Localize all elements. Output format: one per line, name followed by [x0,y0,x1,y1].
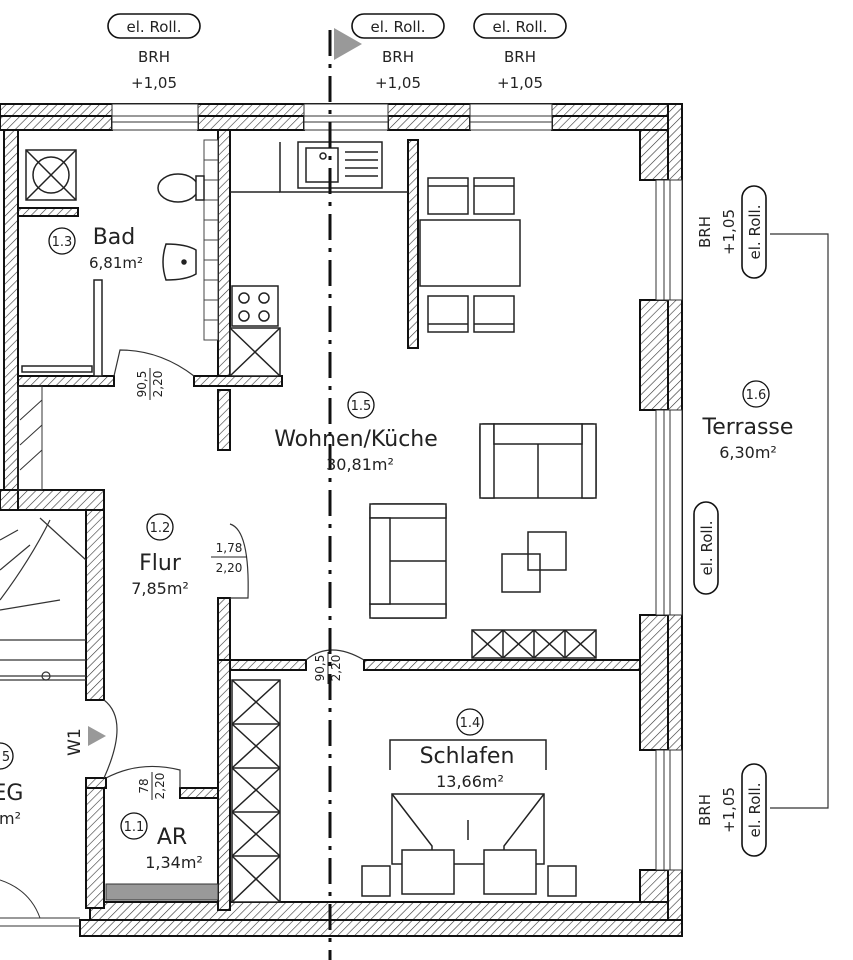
entrance-label: W1 [65,728,85,756]
room-ar: 1.1 AR 1,34m² [120,812,203,872]
rolladen-label: el. Roll. [698,521,716,576]
bad-door-swing [113,349,195,377]
sill-height: +1,05 [375,74,421,92]
living-furniture [369,423,597,659]
sink-icon [162,243,197,281]
sill-label: BRH [696,216,714,248]
svg-text:2,20: 2,20 [153,773,167,800]
room-number: 1.5 [351,399,372,414]
sill-label: BRH [504,48,536,66]
toilet-icon [157,173,199,203]
room-area: 30,81m² [326,455,394,474]
rolladen-label: el. Roll. [127,18,182,36]
exterior-walls [0,103,683,937]
svg-text:78: 78 [137,778,151,793]
svg-text:2,20: 2,20 [329,655,343,682]
doors [103,349,365,788]
window-tag-1: el. Roll. BRH +1,05 [107,13,201,92]
window-tag-3: el. Roll. BRH +1,05 [473,13,567,92]
room-area: 1,34m² [145,853,203,872]
sill-height: +1,05 [131,74,177,92]
right-windows [655,179,683,871]
sill-height: +1,05 [720,787,738,833]
svg-text:2,20: 2,20 [216,561,243,575]
terrace-leader [770,233,829,809]
sill-label: BRH [696,794,714,826]
svg-text:2,20: 2,20 [151,371,165,398]
room-terrasse: 1.6 Terrasse 6,30m² [702,380,794,462]
bad-tiles [203,139,219,341]
room-name: Bad [93,225,136,250]
sill-label: BRH [382,48,414,66]
door-dim-schlafen: 90,5 2,20 [313,652,343,684]
dining-table [419,219,521,287]
room-schlafen: 1.4 Schlafen 13,66m² [420,708,515,791]
room-area: 6,30m² [719,443,777,462]
coffee-table-b [501,553,541,593]
sill-label: BRH [138,48,170,66]
room-name: AR [157,825,187,850]
coffee-table-a [527,531,567,571]
top-windows [111,103,553,131]
staircase [0,517,87,681]
wardrobe [17,385,43,491]
room-flur: 1.2 Flur 7,85m² [131,513,189,598]
room-number: 1.6 [746,388,767,403]
room-number: 1.3 [52,235,73,250]
room-bad: 1.3 Bad 6,81m² [48,225,143,272]
bottom-left-sill [0,879,80,927]
bedroom-closet [231,679,281,903]
window-tag-right-2: el. Roll. [693,501,719,595]
kitchen [229,141,408,377]
window-tag-right-3: BRH +1,05 el. Roll. [696,763,767,857]
section-arrow-icon [334,28,362,60]
window-tag-2: el. Roll. BRH +1,05 [351,13,445,92]
door-dim-flur: 1,78 2,20 [211,541,247,575]
room-name: Wohnen/Küche [274,427,438,452]
svg-text:90,5: 90,5 [313,655,327,682]
room-partial-eg: 5 EG m² [0,742,23,828]
room-name: Flur [139,551,182,576]
bed [361,739,577,897]
rolladen-label: el. Roll. [746,205,764,260]
schlafen-door-swing [305,649,365,661]
room-area: 13,66m² [436,772,504,791]
svg-text:1,78: 1,78 [216,541,243,555]
room-area: 7,85m² [131,579,189,598]
room-name: EG [0,781,23,806]
window-tag-right-1: BRH +1,05 el. Roll. [696,185,767,279]
room-wohnen: 1.5 Wohnen/Küche 30,81m² [274,391,438,474]
sill-height: +1,05 [497,74,543,92]
rolladen-label: el. Roll. [493,18,548,36]
rolladen-label: el. Roll. [746,783,764,838]
svg-text:90,5: 90,5 [135,371,149,398]
room-area: 6,81m² [89,254,143,272]
room-area: m² [0,809,21,828]
room-number: 1.1 [124,820,145,835]
flur-opening-swing [229,523,249,599]
shower-glass [93,279,103,377]
sill-height: +1,05 [720,209,738,255]
ar-door-swing [105,765,181,788]
room-number: 1.4 [460,716,481,731]
ar-stair-marker [105,883,219,901]
dining-set [419,177,521,333]
room-name: Terrasse [702,415,794,440]
door-dim-ar: 78 2,20 [137,772,167,800]
entrance-arrow-icon [88,726,106,746]
room-number: 1.2 [150,521,171,536]
entrance-door-swing [103,699,118,779]
stove-icon [231,285,279,327]
room-name: Schlafen [420,744,515,769]
room-number: 5 [2,750,10,765]
door-dim-bad: 90,5 2,20 [135,368,165,400]
bathroom-fixtures [21,149,205,377]
rolladen-label: el. Roll. [371,18,426,36]
